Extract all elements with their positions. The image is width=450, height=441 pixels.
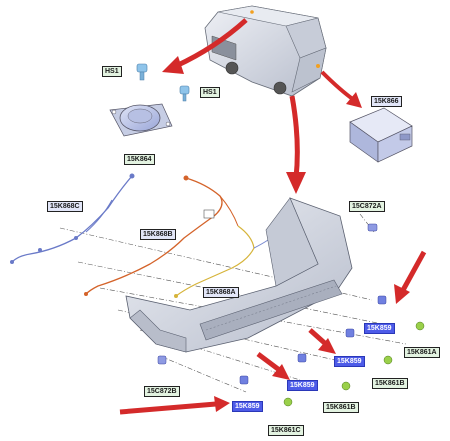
pointer-arrows	[119, 250, 427, 415]
label-15k868a: 15K868A	[203, 287, 239, 298]
retainer-group	[283, 321, 425, 407]
buzzer-module	[109, 103, 173, 137]
clip-15c872a	[367, 223, 378, 232]
label-15k859-mid: 15K859	[334, 356, 365, 367]
retainer-15k861b-mid	[341, 381, 351, 391]
label-hs1-left: HS1	[102, 66, 122, 77]
label-15k861a: 15K861A	[404, 347, 440, 358]
arrows-from-van	[162, 18, 362, 194]
van-illustration	[204, 5, 327, 97]
retainer-15k861c	[283, 397, 293, 407]
harness-15k868c	[10, 173, 135, 264]
label-15k859-lower: 15K859	[232, 401, 263, 412]
harness-15k868a	[174, 225, 269, 298]
sensor-mid-left	[297, 353, 307, 363]
sensor-upper-right	[377, 295, 387, 305]
control-module	[349, 107, 413, 163]
label-15c872b: 15C872B	[144, 386, 180, 397]
retainer-15k861b-right	[383, 355, 393, 365]
bolt-hs1-right	[179, 85, 190, 102]
rear-bumper	[125, 197, 353, 353]
clip-15c872b	[157, 355, 167, 365]
sensor-lower-left	[239, 375, 249, 385]
label-15k859-left: 15K859	[287, 380, 318, 391]
label-hs1-right: HS1	[200, 87, 220, 98]
label-15c872a: 15C872A	[349, 201, 385, 212]
retainer-15k861a	[415, 321, 425, 331]
label-15k861b-mid: 15K861B	[323, 402, 359, 413]
label-15k864: 15K864	[124, 154, 155, 165]
sensor-mid-right	[345, 328, 355, 338]
label-15k859-right: 15K859	[364, 323, 395, 334]
sensor-group	[157, 223, 387, 385]
label-15k861c: 15K861C	[268, 425, 304, 436]
label-15k861b-right: 15K861B	[372, 378, 408, 389]
label-15k866: 15K866	[371, 96, 402, 107]
harness-15k868b	[84, 175, 239, 296]
label-15k868c: 15K868C	[47, 201, 83, 212]
bolt-hs1-left	[136, 63, 148, 81]
label-15k868b: 15K868B	[140, 229, 176, 240]
